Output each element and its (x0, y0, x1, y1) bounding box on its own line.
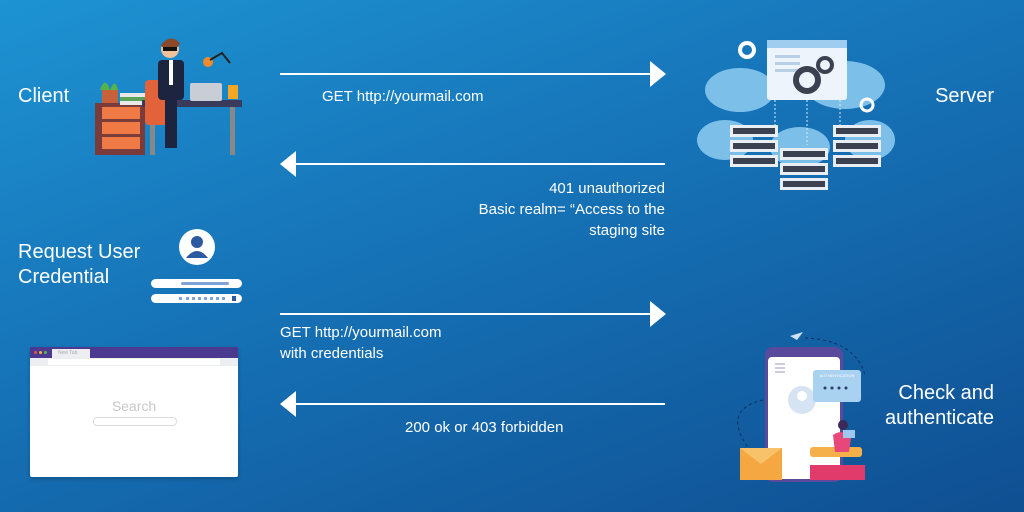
message-get-credentials: GET http://yourmail.com with credentials (280, 322, 441, 364)
message-401-line1: 401 unauthorized (549, 180, 665, 197)
server-cloud-illustration (697, 40, 895, 190)
client-label: Client (18, 85, 70, 107)
auth-bubble-title: AUTHENTICATION (820, 373, 855, 378)
check-authenticate-label: Check and authenticate (885, 381, 994, 431)
message-401-line2: Basic realm= “Access to the (478, 201, 665, 218)
request-label-line1: Request User (18, 241, 141, 263)
user-avatar-icon (179, 229, 215, 265)
server-label: Server (935, 85, 994, 107)
request-label-line2: Credential (18, 266, 110, 288)
message-200-403: 200 ok or 403 forbidden (405, 419, 564, 436)
browser-search-label: Search (111, 398, 157, 414)
browser-tab: New Tab (52, 349, 90, 358)
browser-search-box (93, 417, 177, 426)
request-credential-label: Request User Credential (18, 240, 140, 290)
browser-window-illustration: New Tab Search (30, 347, 238, 477)
message-get: GET http://yourmail.com (322, 88, 484, 105)
message-get-line1: GET http://yourmail.com (280, 324, 442, 341)
message-401: 401 unauthorized Basic realm= “Access to… (479, 178, 665, 241)
password-field-graphic (151, 294, 242, 303)
browser-title-bar: New Tab (30, 347, 238, 358)
message-get-line2: with credentials (280, 345, 384, 362)
client-desk-illustration (95, 38, 242, 155)
username-field-graphic (151, 279, 242, 288)
authentication-illustration: AUTHENTICATION (737, 332, 866, 482)
check-label-line2: authenticate (885, 407, 994, 429)
check-label-line1: Check and (898, 382, 994, 404)
message-401-line3: staging site (589, 222, 665, 239)
browser-address-bar (30, 358, 238, 366)
